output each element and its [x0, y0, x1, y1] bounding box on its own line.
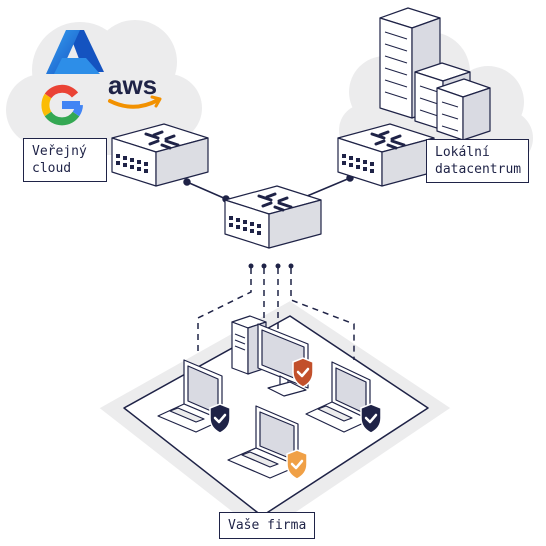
public-cloud-label-line-1: Veřejný — [32, 144, 87, 159]
laptop-left — [157, 359, 223, 433]
swap-arrows-icon — [257, 192, 293, 212]
swap-arrows-icon — [370, 130, 406, 150]
your-company-label: Vaše firma — [219, 512, 316, 539]
aws-logo: aws — [108, 70, 162, 109]
laptop-right — [305, 361, 371, 433]
shield-check-icon — [209, 403, 231, 434]
shield-check-icon — [360, 403, 382, 434]
dashed-connection-lines — [197, 268, 355, 360]
local-datacenter-label-line-1: Lokální — [435, 145, 490, 160]
public-cloud-switch — [111, 123, 209, 187]
server-rack-icon — [436, 78, 491, 141]
laptop-center — [227, 405, 299, 479]
shield-check-icon — [292, 357, 314, 388]
datacenter-switch — [337, 123, 435, 187]
local-datacenter-label: Lokální datacentrum — [426, 139, 529, 183]
shield-check-icon — [286, 449, 308, 480]
your-company-label-text: Vaše firma — [228, 518, 307, 533]
google-logo — [41, 84, 83, 126]
central-switch — [224, 185, 322, 249]
port-dots — [248, 263, 294, 269]
svg-text:aws: aws — [108, 70, 157, 100]
public-cloud-label-line-2: cloud — [32, 161, 72, 176]
swap-arrows-icon — [144, 130, 180, 150]
public-cloud-label: Veřejný cloud — [23, 138, 107, 182]
local-datacenter-label-line-2: datacentrum — [435, 162, 522, 177]
azure-logo — [46, 30, 104, 74]
